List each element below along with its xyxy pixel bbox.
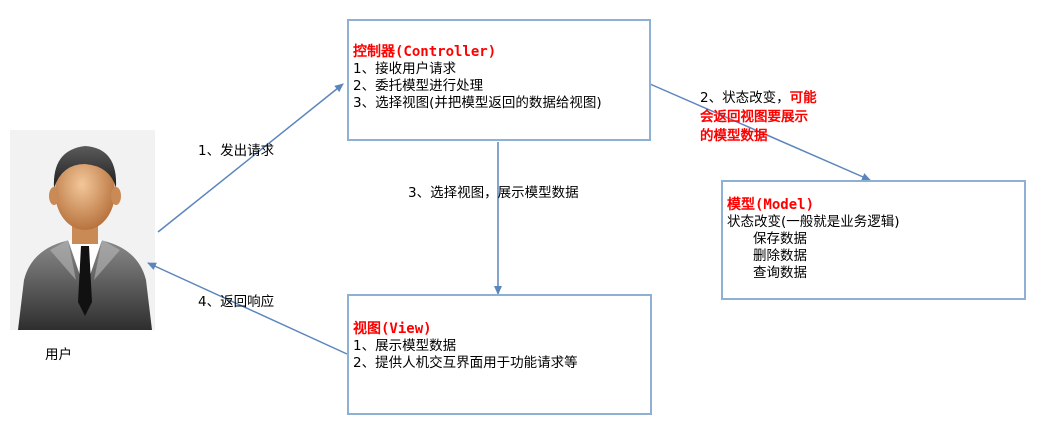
user-avatar-panel [10,130,155,330]
model-line-1: 状态改变(一般就是业务逻辑) [727,214,900,230]
controller-line-3: 3、选择视图(并把模型返回的数据给视图) [353,95,602,111]
view-line-2: 2、提供人机交互界面用于功能请求等 [353,355,578,371]
controller-title-en: (Controller) [395,44,497,60]
user-avatar-icon [18,146,152,330]
model-line-2: 保存数据 [753,231,807,247]
arrow-state-change [649,83,871,181]
view-box: 视图(View) 1、展示模型数据 2、提供人机交互界面用于功能请求等 [347,294,652,415]
label-state-change-red-1: 可能 [789,90,817,106]
model-title: 模型(Model) [727,196,1024,214]
label-state-change: 2、状态改变，可能 会返回视图要展示 的模型数据 [700,89,817,146]
controller-line-1: 1、接收用户请求 [353,61,457,77]
controller-title-cn: 控制器 [353,44,395,60]
label-state-change-red-3: 的模型数据 [700,128,768,144]
view-title: 视图(View) [353,320,650,338]
label-select-view: 3、选择视图，展示模型数据 [408,185,579,201]
label-return-response: 4、返回响应 [198,294,275,310]
model-line-3: 删除数据 [753,248,807,264]
view-line-1: 1、展示模型数据 [353,338,457,354]
model-line-4: 查询数据 [753,265,807,281]
arrow-send-request [157,83,344,233]
model-title-en: (Model) [755,197,815,213]
view-title-en: (View) [381,321,432,337]
model-box: 模型(Model) 状态改变(一般就是业务逻辑) 保存数据 删除数据 查询数据 [721,180,1026,300]
controller-line-2: 2、委托模型进行处理 [353,78,484,94]
controller-title: 控制器(Controller) [353,43,649,61]
model-title-cn: 模型 [727,197,755,213]
label-send-request: 1、发出请求 [198,143,275,159]
label-state-change-red-2: 会返回视图要展示 [700,109,808,125]
view-title-cn: 视图 [353,321,381,337]
user-label: 用户 [45,347,72,363]
controller-box: 控制器(Controller) 1、接收用户请求 2、委托模型进行处理 3、选择… [347,19,651,141]
label-state-change-prefix: 2、状态改变， [700,90,790,106]
arrow-return-response [147,262,348,355]
